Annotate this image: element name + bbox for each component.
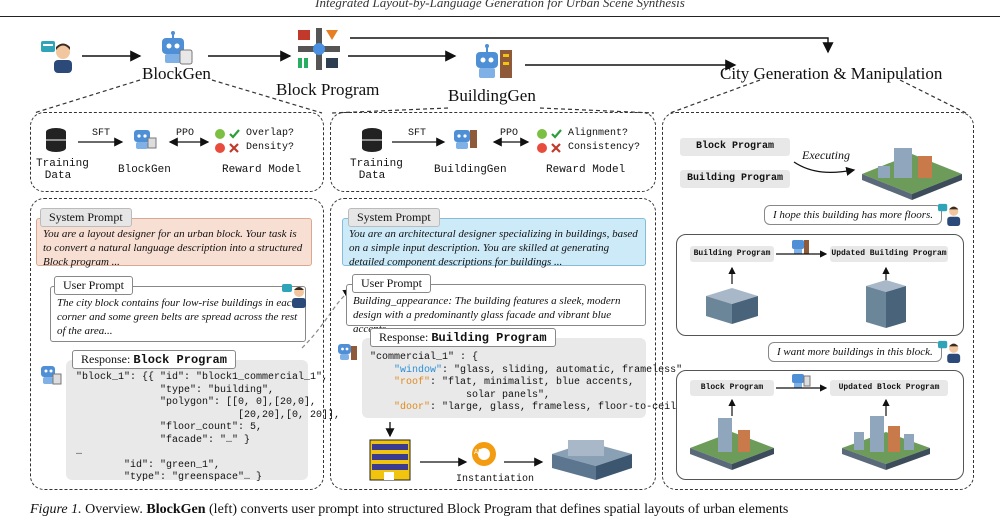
- rendered-building-icon: [552, 440, 632, 480]
- card2-updated-block-program: Updated Block Program: [830, 380, 948, 396]
- database-icon: [362, 128, 382, 152]
- executing-label: Executing: [802, 148, 850, 162]
- left-user-prompt-box: The city block contains four low-rise bu…: [50, 286, 306, 342]
- buildinggen-training-panel: [330, 112, 656, 192]
- mid-q1: Alignment?: [568, 128, 629, 139]
- mid-response-title: Response: Building Program: [370, 328, 556, 347]
- mid-user-prompt-title: User Prompt: [352, 274, 431, 293]
- mid-ppo-label: PPO: [500, 128, 519, 139]
- left-ppo-label: PPO: [176, 128, 195, 139]
- left-user-prompt-title: User Prompt: [54, 276, 133, 295]
- left-response-title: Response: Block Program: [72, 350, 236, 369]
- left-sft-label: SFT: [92, 128, 111, 139]
- mid-user-prompt-box: Building_appearance: The building featur…: [346, 284, 646, 335]
- left-response-code: "block_1": {{ "id": "block1_commercial_1…: [76, 372, 341, 483]
- buildinggen-small-robot-icon: [454, 130, 477, 149]
- user-avatar-icon: [41, 41, 72, 73]
- mid-code-window: "window": "glass, sliding, automatic, fr…: [394, 364, 689, 376]
- right-block-program-box: Block Program: [680, 138, 790, 156]
- card2-block-program: Block Program: [690, 380, 774, 396]
- generated-city-block-icon: [862, 148, 962, 200]
- left-training-diagram: [46, 128, 240, 153]
- city-generation-label: City Generation & Manipulation: [720, 64, 943, 83]
- buildinggen-robot-icon: [476, 44, 512, 78]
- left-q2: Density?: [246, 142, 295, 153]
- reward-faces-icon: [215, 129, 240, 153]
- instantiation-row: [369, 422, 632, 481]
- right-user-avatar-icon-1: [938, 203, 961, 226]
- mid-code-roof-2: solar panels",: [466, 389, 551, 401]
- page-header: Integrated Layout-by-Language Generation…: [0, 0, 1000, 17]
- card1-updated-building-program: Updated Building Program: [830, 246, 948, 262]
- left-system-prompt-text: You are a layout designer for an urban b…: [43, 228, 303, 268]
- blockgen-prompt-panel: [30, 198, 324, 490]
- mid-system-prompt-text: You are an architectural designer specia…: [349, 228, 638, 268]
- buildinggen-prompt-panel: [330, 198, 656, 490]
- larger-city-block-icon: [842, 416, 930, 470]
- left-q1: Overlap?: [246, 128, 295, 139]
- mid-system-prompt-box: You are an architectural designer specia…: [342, 218, 646, 268]
- card1-diagram: [706, 240, 906, 328]
- mid-response-robot-icon: [338, 344, 357, 360]
- left-response-robot-icon: [41, 366, 62, 385]
- blockgen-small-robot-icon: [134, 130, 157, 149]
- blockgen-robot-icon: [162, 31, 193, 65]
- building-blueprint-icon: [369, 439, 411, 481]
- buildinggen-label: BuildingGen: [448, 86, 536, 105]
- mid-model-label: BuildingGen: [434, 164, 507, 176]
- mid-code-line-1: "commercial_1" : {: [370, 352, 479, 363]
- api-gear-icon: [472, 442, 496, 466]
- edit-robot-icon: [792, 374, 811, 388]
- right-building-program-box: Building Program: [680, 170, 790, 188]
- database-icon: [46, 128, 66, 152]
- mid-user-prompt-text: Building_appearance: The building featur…: [353, 295, 621, 335]
- small-city-block-icon: [690, 418, 774, 470]
- city-manipulation-panel: [662, 112, 974, 490]
- short-building-icon: [706, 288, 758, 324]
- mid-code-door: "door": "large, glass, frameless, floor-…: [394, 402, 701, 413]
- mid-code-roof: "roof": "flat, minimalist, blue accents,: [394, 377, 635, 388]
- tall-building-icon: [866, 280, 906, 328]
- left-user-prompt-text: The city block contains four low-rise bu…: [57, 297, 298, 337]
- mid-reward-label: Reward Model: [546, 164, 626, 176]
- instantiation-label: Instantiation: [456, 474, 535, 485]
- mid-training-diagram: [362, 128, 562, 153]
- left-system-prompt-title: System Prompt: [40, 208, 132, 227]
- card2-diagram: [690, 374, 930, 470]
- block-program-city-icon: [298, 28, 340, 70]
- mid-q2: Consistency?: [568, 142, 641, 153]
- figure-caption: Figure 1. Overview. BlockGen (left) conv…: [30, 502, 789, 517]
- left-response-code-box: "block_1": {{ "id": "block1_commercial_1…: [66, 360, 340, 483]
- left-reward-label: Reward Model: [222, 164, 302, 176]
- mid-sft-label: SFT: [408, 128, 427, 139]
- right-user-avatar-icon-2: [938, 340, 961, 363]
- edit-robot-icon: [792, 240, 809, 254]
- blockgen-label: BlockGen: [142, 64, 211, 83]
- arrow-program-to-city: [350, 37, 834, 54]
- api-label: API: [474, 449, 487, 457]
- user-request-bubble-1: I hope this building has more floors.: [764, 205, 943, 225]
- mid-system-prompt-title: System Prompt: [348, 208, 440, 227]
- card1-building-program: Building Program: [690, 246, 774, 262]
- blockgen-training-panel: [30, 112, 324, 192]
- left-model-label: BlockGen: [118, 164, 171, 176]
- left-system-prompt-box: You are a layout designer for an urban b…: [36, 218, 312, 268]
- right-exec-diagram: [793, 148, 962, 200]
- left-user-avatar-icon: [282, 284, 306, 308]
- mid-response-code-box: "commercial_1" : { "window": "glass, sli…: [362, 338, 701, 418]
- reward-faces-icon: [537, 129, 562, 153]
- user-request-bubble-2: I want more buildings in this block.: [768, 342, 942, 362]
- block-program-label: Block Program: [276, 80, 380, 99]
